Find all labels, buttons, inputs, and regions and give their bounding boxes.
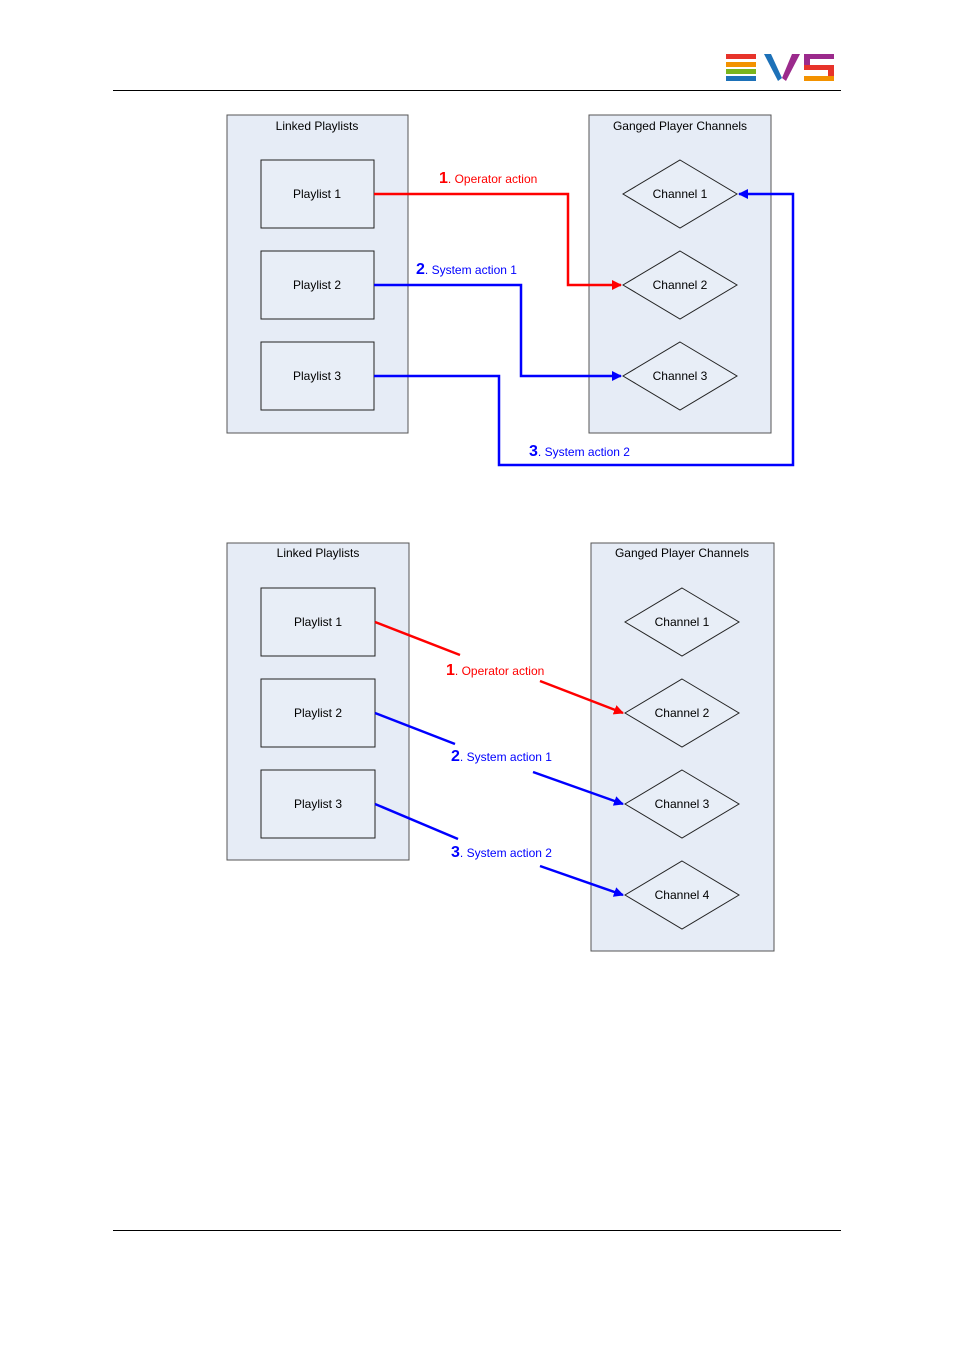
logo-v-left (764, 54, 782, 81)
logo-e-bar-3 (726, 69, 756, 74)
action-text: . System action 2 (460, 846, 552, 860)
action-number: 3 (529, 443, 538, 460)
operator-action-label: 1. Operator action (446, 662, 544, 679)
operator-action-arrow (374, 192, 622, 290)
channel-label: Channel 2 (653, 278, 708, 292)
channel-label: Channel 3 (655, 797, 710, 811)
system-action-1-arrow (374, 283, 622, 381)
system-action-1-label: 2. System action 1 (416, 261, 517, 278)
logo-e-bar-4 (726, 76, 756, 81)
playlist-label: Playlist 3 (294, 797, 342, 811)
action-number: 3 (451, 844, 460, 861)
channel-label: Channel 3 (653, 369, 708, 383)
system-action-2-arrow-end (539, 864, 624, 897)
playlist-label: Playlist 3 (293, 369, 341, 383)
logo-s-1 (804, 54, 834, 59)
action-text: . Operator action (455, 664, 544, 678)
operator-action-arrow-start (374, 620, 461, 657)
channel-diamond[interactable] (624, 860, 740, 930)
playlist-box[interactable] (260, 678, 376, 748)
action-text: . System action 2 (538, 445, 630, 459)
ganged-channels-title: Ganged Player Channels (615, 546, 749, 560)
logo-s-2 (804, 54, 810, 67)
operator-action-arrow-end (539, 679, 624, 715)
system-action-1-arrow-end (532, 770, 624, 806)
header-rule (113, 90, 841, 91)
action-text: . System action 1 (460, 750, 552, 764)
channel-label: Channel 1 (653, 187, 708, 201)
action-number: 1 (439, 170, 448, 187)
logo-s-5 (804, 76, 834, 81)
channel-diamond[interactable] (622, 341, 738, 411)
channel-diamond[interactable] (624, 769, 740, 839)
channel-label: Channel 2 (655, 706, 710, 720)
evs-logo (726, 54, 834, 81)
playlist-box[interactable] (260, 587, 376, 657)
linked-playlists-title: Linked Playlists (276, 119, 359, 133)
diagram-ganged-four-channels: Linked Playlists Ganged Player Channels … (226, 542, 775, 952)
diagram-ganged-three-channels: Linked Playlists Ganged Player Channels … (226, 114, 795, 467)
channel-diamond[interactable] (622, 159, 738, 229)
action-number: 2 (451, 748, 460, 765)
linked-playlists-title: Linked Playlists (277, 546, 360, 560)
system-action-2-label: 3. System action 2 (529, 443, 630, 460)
footer-rule (113, 1230, 841, 1231)
playlist-label: Playlist 1 (293, 187, 341, 201)
action-text: . Operator action (448, 172, 537, 186)
logo-e-bar-2 (726, 62, 756, 67)
playlist-box[interactable] (260, 159, 375, 229)
operator-action-label: 1. Operator action (439, 170, 537, 187)
channel-diamond[interactable] (622, 250, 738, 320)
playlist-box[interactable] (260, 250, 375, 320)
system-action-1-label: 2. System action 1 (451, 748, 552, 765)
playlist-box[interactable] (260, 341, 375, 411)
ganged-channels-title: Ganged Player Channels (613, 119, 747, 133)
action-number: 2 (416, 261, 425, 278)
channel-diamond[interactable] (624, 587, 740, 657)
playlist-label: Playlist 2 (294, 706, 342, 720)
playlist-label: Playlist 2 (293, 278, 341, 292)
playlist-box[interactable] (260, 769, 376, 839)
system-action-1-arrow-start (374, 711, 456, 746)
action-number: 1 (446, 662, 455, 679)
logo-v-right (782, 54, 800, 81)
system-action-2-arrow-start (374, 802, 459, 841)
channel-label: Channel 1 (655, 615, 710, 629)
action-text: . System action 1 (425, 263, 517, 277)
channel-label: Channel 4 (655, 888, 710, 902)
system-action-2-label: 3. System action 2 (451, 844, 552, 861)
logo-e-bar-1 (726, 54, 756, 59)
playlist-label: Playlist 1 (294, 615, 342, 629)
channel-diamond[interactable] (624, 678, 740, 748)
logo-s-4 (828, 65, 834, 78)
system-action-2-arrow (374, 189, 795, 467)
logo-s-3 (804, 65, 834, 70)
